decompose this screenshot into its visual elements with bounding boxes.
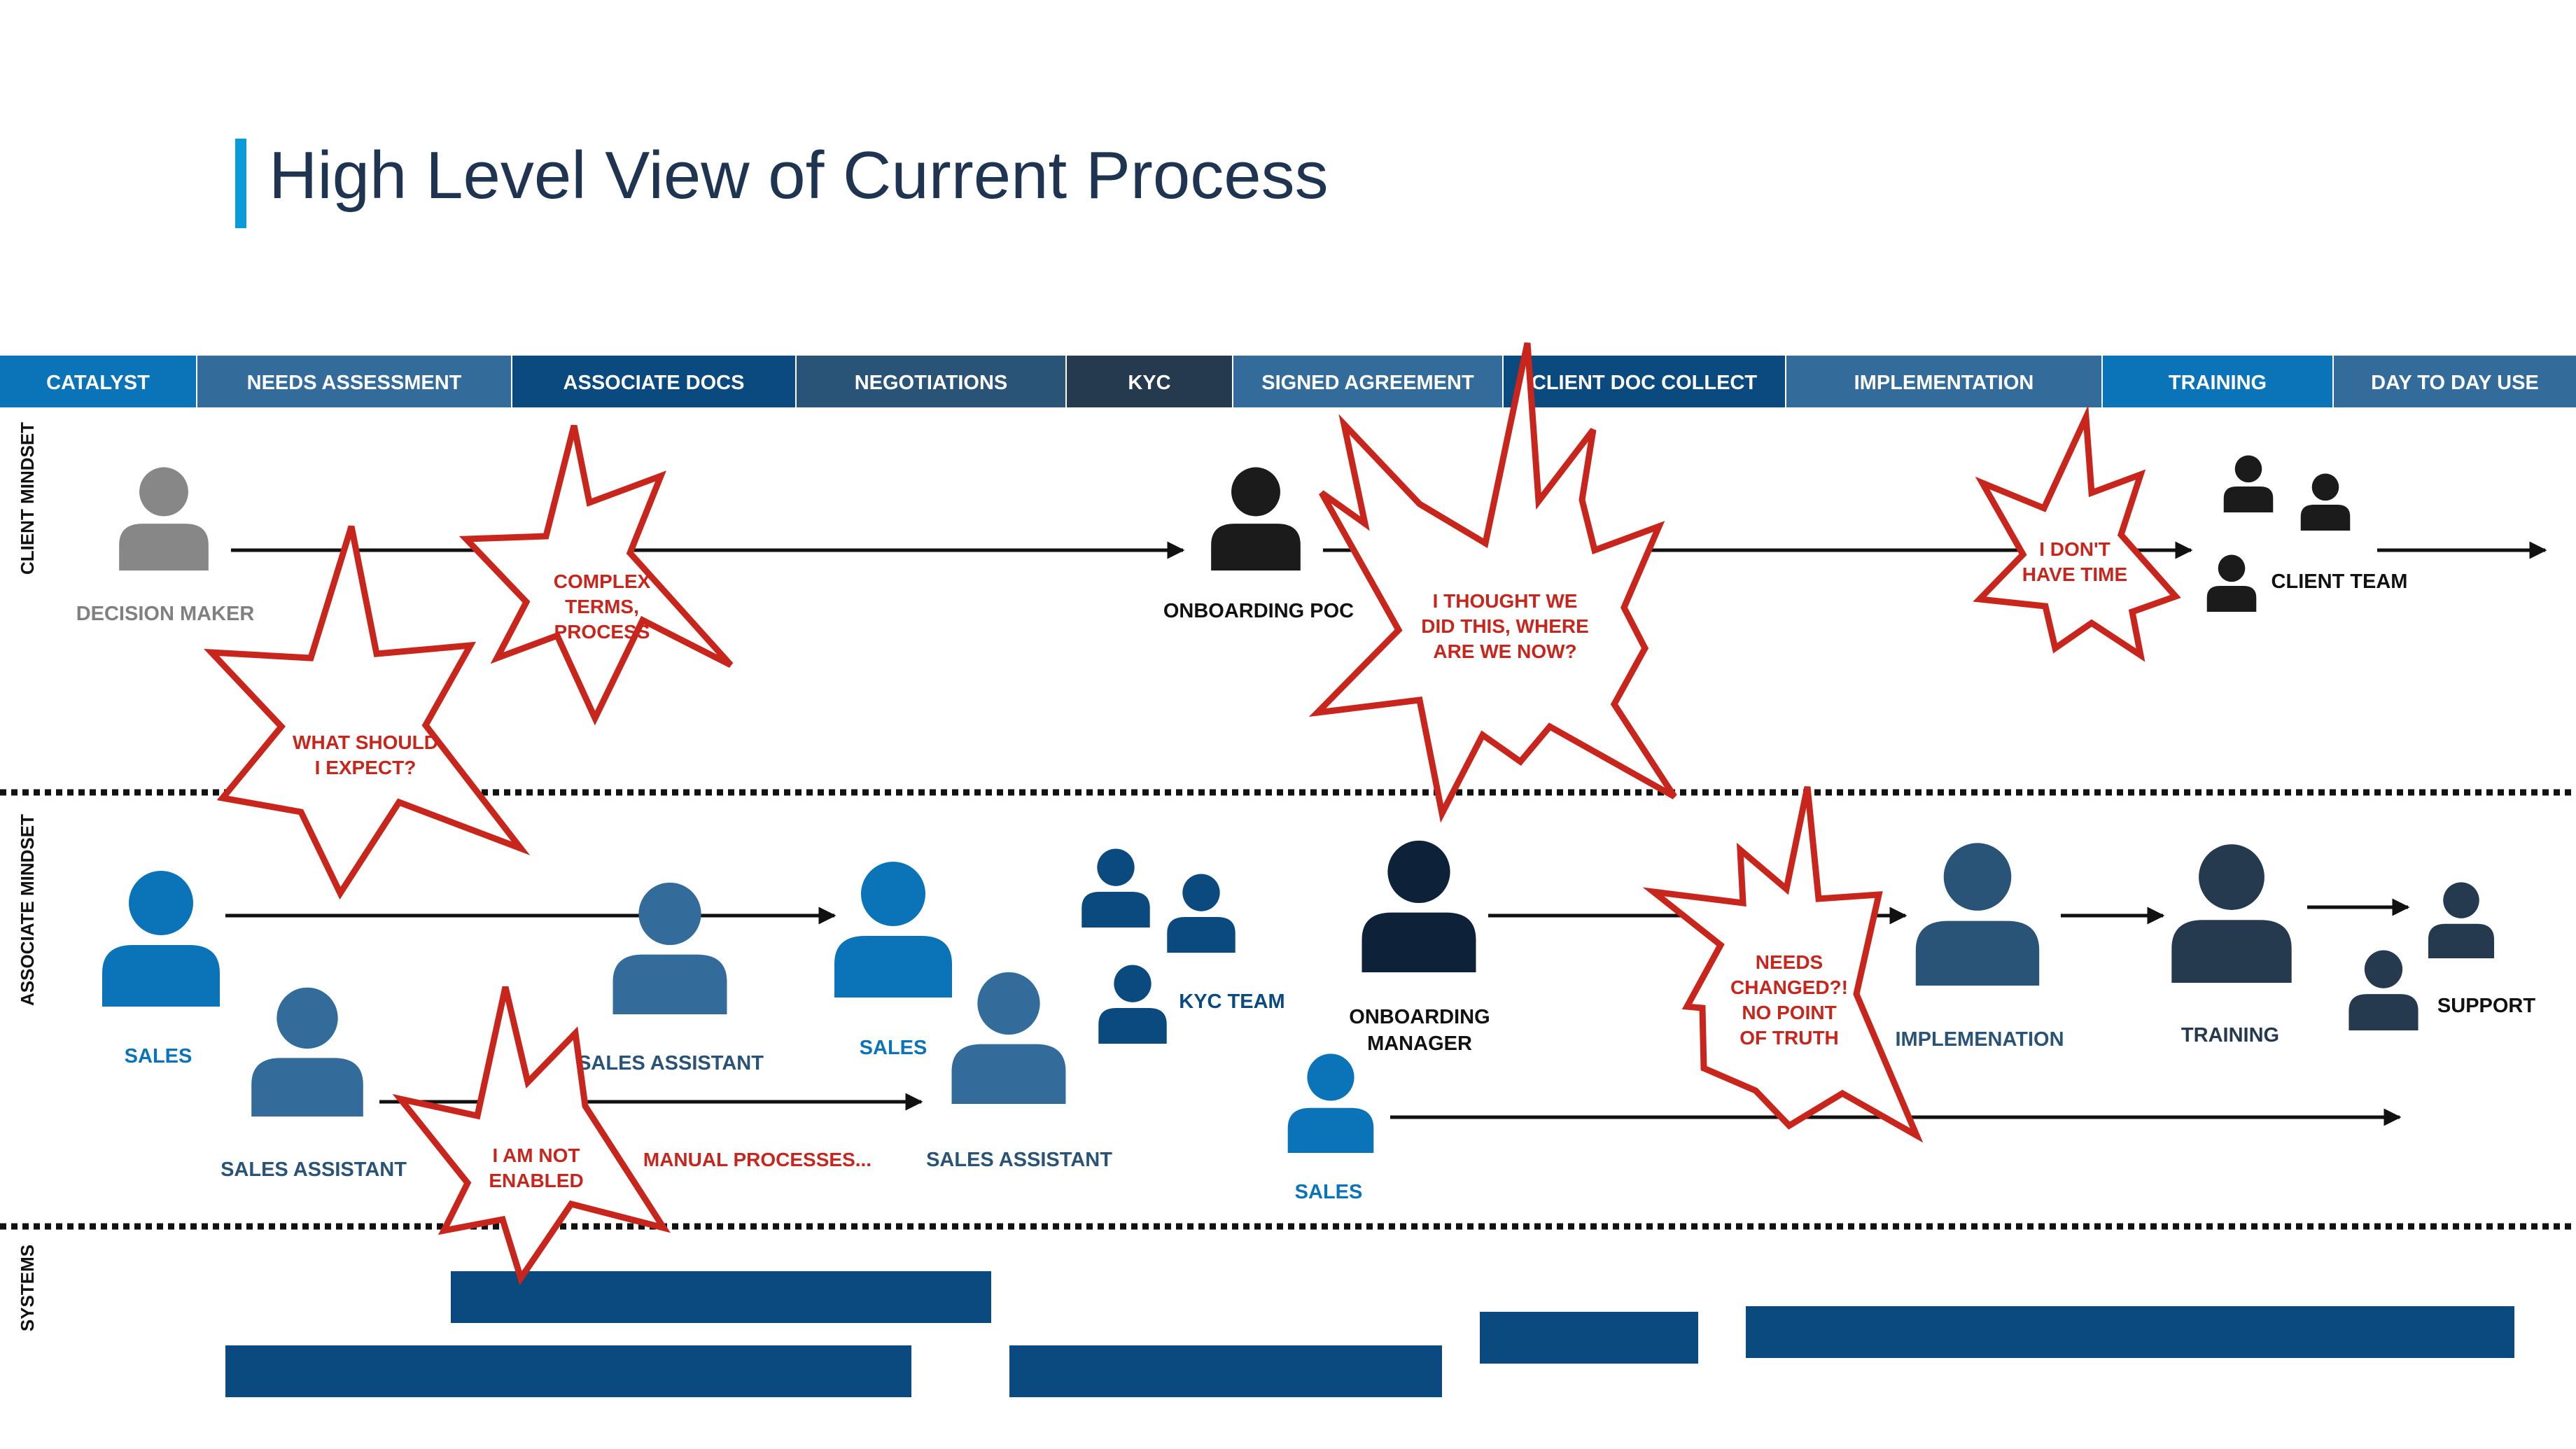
manual-processes-label: MANUAL PROCESSES...: [643, 1149, 872, 1170]
client-team-member-icon: [2300, 473, 2351, 531]
client-team-member-icon: [2206, 554, 2257, 612]
kyc-team-member-icon: [1167, 874, 1236, 953]
phase-label: SIGNED AGREEMENT: [1261, 372, 1474, 394]
kyc-team-member-icon: [1082, 848, 1150, 927]
burst-i-thought-we-did-this: [1308, 342, 1677, 823]
phase-label: TRAINING: [2169, 372, 2267, 394]
system-bar: [1746, 1306, 2514, 1358]
onboarding-poc-icon: [1211, 467, 1301, 570]
burst-label: NEEDS: [1756, 951, 1823, 973]
sales-assistant-label: SALES ASSISTANT: [220, 1158, 407, 1181]
sales-label: SALES: [1295, 1181, 1363, 1203]
burst-label: CHANGED?!: [1730, 976, 1848, 998]
title-accent-bar: [235, 139, 246, 228]
kyc-team-member-icon: [1098, 965, 1167, 1044]
phase-header: CATALYST NEEDS ASSESSMENT ASSOCIATE DOCS…: [0, 356, 2576, 407]
sales-icon: [102, 871, 220, 1007]
phase-label: KYC: [1128, 372, 1170, 394]
implementation-icon: [1915, 843, 2040, 986]
burst-label: I EXPECT?: [315, 757, 416, 778]
client-team-label: CLIENT TEAM: [2272, 570, 2408, 593]
phase-kyc: [1067, 356, 1232, 407]
training-label: TRAINING: [2181, 1024, 2279, 1046]
phase-label: CATALYST: [46, 372, 150, 394]
page-title: High Level View of Current Process: [269, 138, 1329, 213]
phase-label: IMPLEMENTATION: [1854, 372, 2034, 394]
phase-implementation: [1786, 356, 2101, 407]
system-bar: [451, 1271, 991, 1323]
phase-catalyst: [0, 356, 196, 407]
decision-maker-label: DECISION MAKER: [76, 603, 255, 625]
sales-label: SALES: [860, 1037, 927, 1059]
onboarding-manager-label: ONBOARDING: [1349, 1006, 1490, 1028]
system-bar: [1480, 1312, 1698, 1364]
burst-label: TERMS,: [565, 596, 639, 617]
system-bar: [1009, 1345, 1442, 1397]
lane-label-client: CLIENT MINDSET: [17, 422, 38, 575]
onboarding-poc-label: ONBOARDING POC: [1163, 600, 1354, 622]
lane-label-systems: SYSTEMS: [17, 1245, 38, 1331]
phase-signed-agreement: [1233, 356, 1502, 407]
burst-needs-changed: [1642, 786, 1924, 1143]
phase-training: [2103, 356, 2332, 407]
burst-label: COMPLEX: [554, 570, 651, 592]
support-member-icon: [2348, 950, 2418, 1030]
phase-day-to-day-use: [2334, 356, 2576, 407]
burst-complex-terms: [458, 424, 734, 726]
phase-associate-docs: [512, 356, 795, 407]
sales-assistant-icon: [251, 987, 363, 1116]
burst-label: I DON'T: [2039, 538, 2110, 560]
burst-label: NO POINT: [1742, 1002, 1836, 1023]
phase-needs-assessment: [197, 356, 511, 407]
sales-label: SALES: [125, 1045, 192, 1068]
sales-assistant-label: SALES ASSISTANT: [578, 1052, 764, 1074]
burst-label: WHAT SHOULD: [293, 732, 438, 753]
lane-label-associate: ASSOCIATE MINDSET: [17, 814, 38, 1006]
burst-i-am-not-enabled: [392, 986, 671, 1286]
sales-icon: [834, 862, 952, 997]
client-team-member-icon: [2223, 455, 2274, 512]
phase-label: ASSOCIATE DOCS: [564, 372, 745, 394]
training-icon: [2171, 844, 2292, 983]
implementation-label: IMPLEMENATION: [1895, 1028, 2064, 1051]
decision-maker-icon: [119, 467, 209, 570]
onboarding-manager-icon: [1362, 840, 1476, 972]
burst-i-dont-have-time: [1973, 405, 2181, 662]
sales-assistant-label: SALES ASSISTANT: [926, 1149, 1112, 1171]
burst-label: OF TRUTH: [1740, 1027, 1839, 1049]
phase-client-doc-collect: [1504, 356, 1785, 407]
phase-label: CLIENT DOC COLLECT: [1532, 372, 1757, 394]
burst-label: DID THIS, WHERE: [1421, 615, 1589, 637]
burst-label: ENABLED: [489, 1170, 583, 1191]
burst-what-should-i-expect: [203, 525, 531, 900]
support-label: SUPPORT: [2437, 995, 2535, 1017]
burst-label: ARE WE NOW?: [1433, 640, 1576, 662]
system-bars: [225, 1271, 2514, 1397]
burst-label: HAVE TIME: [2022, 564, 2127, 585]
sales-assistant-icon: [612, 882, 727, 1014]
phase-label: DAY TO DAY USE: [2371, 372, 2539, 394]
phase-label: NEEDS ASSESSMENT: [247, 372, 462, 394]
burst-label: I AM NOT: [493, 1144, 580, 1166]
pain-point-bursts: [203, 342, 2181, 1286]
phase-label: NEGOTIATIONS: [855, 372, 1008, 394]
system-bar: [225, 1345, 911, 1397]
sales-icon: [1287, 1054, 1374, 1153]
support-member-icon: [2428, 882, 2495, 958]
burst-label: I THOUGHT WE: [1433, 590, 1578, 612]
burst-label: PROCESS: [554, 621, 650, 643]
phase-negotiations: [797, 356, 1065, 407]
sales-assistant-icon: [951, 972, 1066, 1104]
onboarding-manager-label: MANAGER: [1367, 1032, 1472, 1055]
kyc-team-label: KYC TEAM: [1179, 990, 1284, 1013]
